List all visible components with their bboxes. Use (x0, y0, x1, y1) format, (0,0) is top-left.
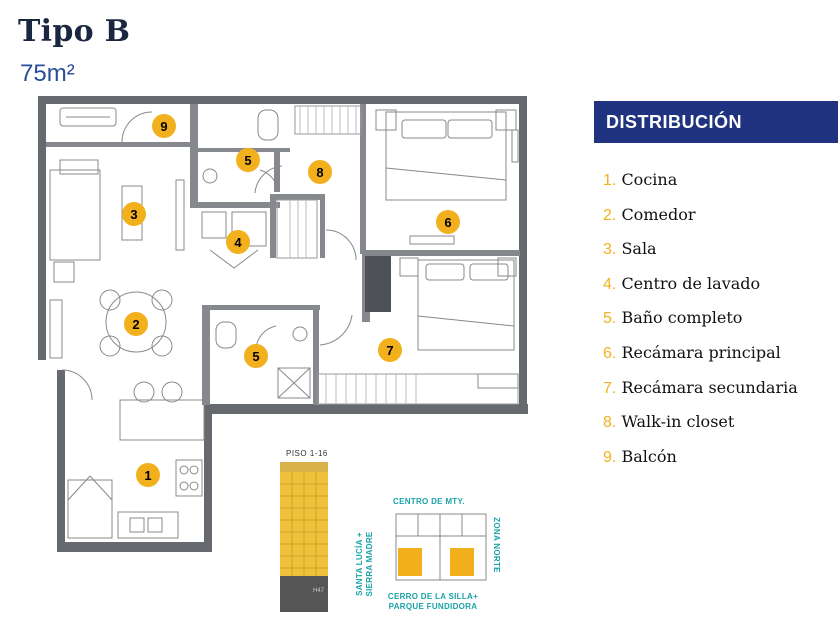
interior-walls (46, 104, 520, 405)
legend-item-label: Baño completo (621, 308, 743, 328)
legend-item: 6. Recámara principal (603, 343, 798, 378)
tower-small-label: H47 (313, 588, 325, 594)
legend-item-number: 3. (603, 241, 617, 259)
orientation-left-line-2: SIERRA MADRE (365, 531, 374, 597)
legend-item-label: Centro de lavado (621, 273, 761, 293)
distribution-legend: 1. Cocina 2. Comedor 3. Sala 4. Centro d… (603, 170, 798, 481)
legend-item: 1. Cocina (603, 170, 798, 205)
room-marker-8: 8 (308, 160, 332, 184)
tower-graphic: H47 (280, 462, 328, 612)
legend-item: 4. Centro de lavado (603, 274, 798, 309)
room-marker-4-label: 4 (234, 235, 242, 250)
room-marker-6-label: 6 (444, 215, 451, 230)
orientation-right: ZONA NORTE (492, 517, 501, 573)
legend-item: 3. Sala (603, 239, 798, 274)
room-marker-4: 4 (226, 230, 250, 254)
orientation-left-line-1: SANTA LUCÍA + (355, 532, 364, 596)
legend-item-number: 1. (603, 172, 617, 189)
legend-item-label: Balcón (621, 446, 677, 466)
room-marker-6: 6 (436, 210, 460, 234)
legend-item-label: Walk-in closet (621, 412, 735, 432)
locator-map (395, 513, 487, 581)
room-marker-8-label: 8 (316, 165, 323, 180)
legend-item-label: Comedor (621, 204, 696, 224)
legend-item-number: 4. (603, 275, 617, 293)
tower-floor-label: PISO 1-16 (286, 449, 328, 458)
legend-item-number: 6. (603, 344, 617, 362)
legend-item-label: Cocina (621, 170, 678, 189)
room-marker-9-label: 9 (160, 119, 167, 134)
legend-item: 2. Comedor (603, 205, 798, 240)
room-marker-5a: 5 (236, 148, 260, 172)
room-markers: 1 2 3 4 5 5 6 7 8 9 (122, 114, 460, 487)
legend-item-number: 8. (603, 414, 617, 432)
room-marker-1-label: 1 (144, 468, 151, 483)
legend-item: 5. Baño completo (603, 308, 798, 343)
floor-plan: 1 2 3 4 5 5 6 7 8 9 H47 (30, 90, 540, 620)
room-marker-5b-label: 5 (252, 349, 259, 364)
room-marker-5a-label: 5 (244, 153, 251, 168)
legend-item: 7. Recámara secundaria (603, 378, 798, 413)
legend-item-label: Recámara secundaria (621, 377, 798, 397)
legend-item: 8. Walk-in closet (603, 412, 798, 447)
legend-item-label: Recámara principal (621, 342, 781, 362)
legend-item-number: 5. (603, 310, 617, 328)
orientation-bottom-line-1: CERRO DE LA SILLA+ (387, 592, 479, 601)
distribution-header: DISTRIBUCIÓN (594, 101, 838, 143)
orientation-top: CENTRO DE MTY. (393, 497, 465, 506)
orientation-left: SANTA LUCÍA + SIERRA MADRE (355, 519, 375, 609)
unit-type-title: Tipo B (18, 14, 131, 49)
legend-item-number: 7. (603, 379, 617, 397)
room-marker-5b: 5 (244, 344, 268, 368)
room-marker-3: 3 (122, 202, 146, 226)
room-marker-1: 1 (136, 463, 160, 487)
orientation-bottom-line-2: PARQUE FUNDIDORA (388, 602, 478, 611)
room-marker-2: 2 (124, 312, 148, 336)
room-marker-7: 7 (378, 338, 402, 362)
orientation-bottom: CERRO DE LA SILLA+ PARQUE FUNDIDORA (383, 592, 483, 612)
unit-area: 75m² (20, 60, 75, 87)
legend-item: 9. Balcón (603, 447, 798, 482)
legend-item-number: 2. (603, 206, 617, 224)
exterior-walls (38, 96, 528, 552)
legend-item-label: Sala (621, 239, 657, 259)
room-marker-2-label: 2 (132, 317, 139, 332)
room-marker-3-label: 3 (130, 207, 137, 222)
room-marker-9: 9 (152, 114, 176, 138)
legend-item-number: 9. (603, 448, 617, 466)
room-marker-7-label: 7 (386, 343, 393, 358)
